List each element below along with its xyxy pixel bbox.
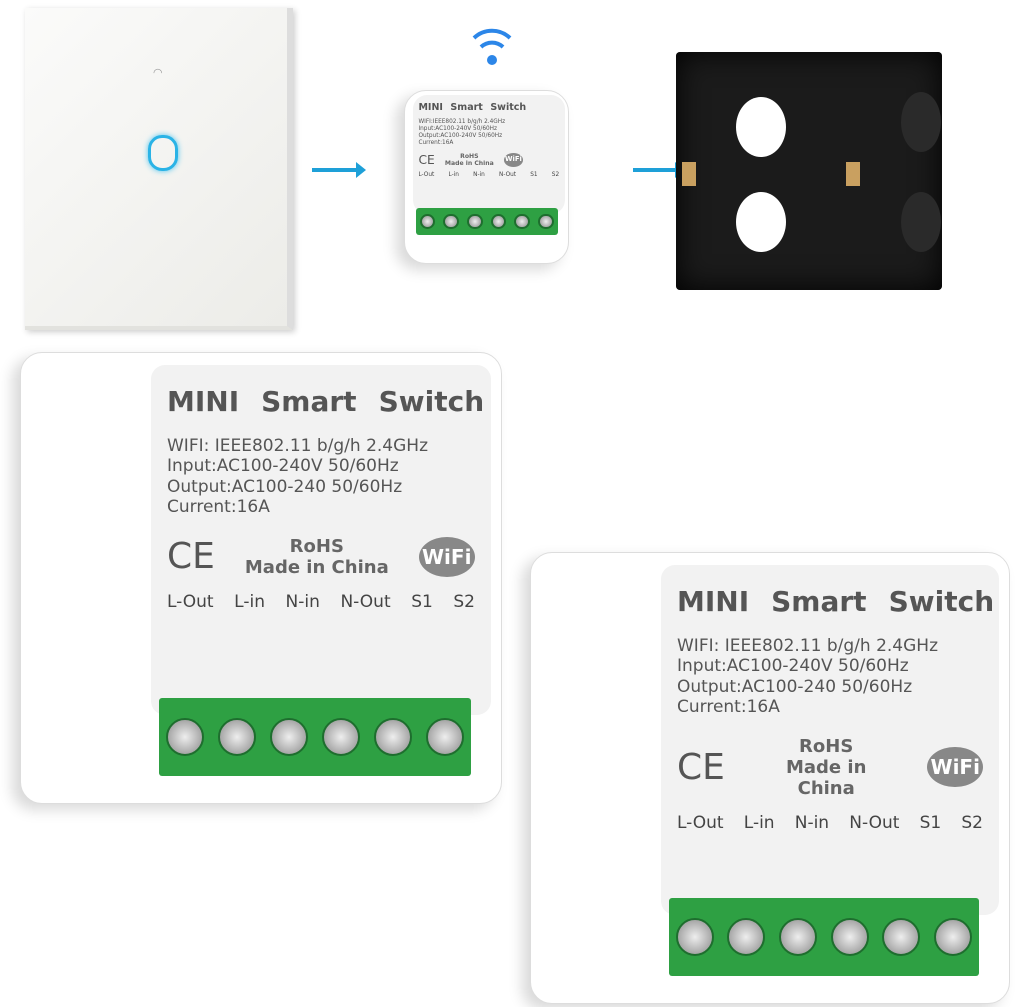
screw-icon	[934, 918, 973, 956]
wifi-logo-icon: WiFi	[927, 747, 983, 788]
product-title: MINI Smart Switch	[677, 585, 994, 618]
screw-icon	[727, 918, 766, 956]
title-smart: Smart	[450, 101, 483, 113]
title-switch: Switch	[490, 101, 527, 113]
title-smart: Smart	[261, 385, 357, 418]
terminal-label: S1	[919, 812, 942, 833]
terminal-label: N-Out	[849, 812, 900, 833]
touch-button	[148, 135, 178, 171]
spec-line: Output:AC100-240V 50/60Hz	[418, 132, 503, 139]
screw-icon	[322, 718, 360, 756]
screw-icon	[426, 718, 464, 756]
spec-line: WIFI: IEEE802.11 b/g/h 2.4GHz	[167, 436, 429, 456]
wifi-signal-icon	[470, 20, 514, 68]
terminal-label: S2	[453, 591, 475, 612]
title-mini: MINI	[418, 101, 443, 113]
spec-line: Output:AC100-240 50/60Hz	[677, 676, 913, 697]
wifi-icon: ◠	[153, 66, 163, 79]
terminal-labels: L-Out L-in N-in N-Out S1 S2	[418, 172, 559, 178]
made-in-label: Made in China	[444, 159, 494, 167]
terminal-label: S1	[530, 171, 538, 178]
spec-line: Current:16A	[418, 139, 454, 146]
product-title: MINI Smart Switch	[167, 385, 484, 418]
title-switch: Switch	[888, 585, 995, 618]
spec-line: Current:16A	[167, 497, 270, 518]
ce-mark: CE	[418, 152, 435, 167]
spec-line: WIFI:IEEE802.11 b/g/h 2.4GHz	[418, 118, 506, 125]
terminal-label: N-Out	[340, 591, 391, 612]
arrow-icon	[312, 162, 366, 178]
made-in-label: Made in China	[244, 556, 389, 578]
rohs-label: RoHS	[289, 535, 344, 557]
spec-line: Input:AC100-240V 50/60Hz	[418, 125, 498, 132]
rohs-label: RoHS	[460, 152, 479, 160]
terminal-label: L-Out	[167, 591, 214, 612]
screw-icon	[270, 718, 308, 756]
spec-line: Current:16A	[677, 697, 780, 718]
terminal-label: L-Out	[677, 812, 724, 833]
ce-mark: CE	[167, 536, 215, 578]
terminal-label: S1	[411, 591, 433, 612]
smart-switch-module: MINI Smart Switch WIFI: IEEE802.11 b/g/h…	[530, 552, 1010, 1004]
made-in-label: Made in China	[785, 756, 867, 799]
screw-icon	[443, 213, 459, 230]
screw-icon	[419, 213, 436, 230]
terminal-label: L-in	[743, 812, 775, 833]
screw-icon	[538, 213, 554, 230]
terminal-label: N-in	[285, 591, 320, 612]
screw-icon	[374, 718, 412, 756]
screw-icon	[490, 213, 507, 230]
screw-icon	[675, 918, 714, 956]
terminal-label: N-Out	[499, 171, 517, 178]
wifi-logo-icon: WiFi	[503, 153, 523, 167]
title-switch: Switch	[378, 385, 485, 418]
screw-icon	[467, 213, 483, 230]
screw-icon	[779, 918, 818, 956]
screw-icon	[166, 718, 204, 756]
product-title: MINI Smart Switch	[418, 102, 559, 113]
wifi-logo-icon: WiFi	[418, 536, 475, 577]
terminal-label: L-in	[234, 591, 265, 612]
small-module: MINI Smart Switch WIFI:IEEE802.11 b/g/h …	[404, 90, 569, 264]
terminal-labels: L-Out L-in N-in N-Out S1 S2	[167, 592, 475, 612]
terminal-block	[415, 208, 558, 235]
terminal-label: L-in	[448, 171, 459, 178]
terminal-label: N-in	[794, 812, 830, 833]
screw-icon	[218, 718, 256, 756]
title-mini: MINI	[677, 585, 750, 618]
terminal-labels: L-Out L-in N-in N-Out S1 S2	[677, 813, 983, 833]
spec-line: Input:AC100-240V 50/60Hz	[167, 456, 399, 477]
terminal-label: N-in	[473, 171, 485, 178]
title-smart: Smart	[771, 585, 867, 618]
rohs-label: RoHS	[799, 735, 854, 757]
terminal-label: S2	[961, 812, 983, 833]
screw-icon	[882, 918, 921, 956]
spec-line: WIFI: IEEE802.11 b/g/h 2.4GHz	[677, 636, 939, 656]
title-mini: MINI	[167, 385, 240, 418]
terminal-label: S2	[551, 171, 560, 178]
junction-box	[676, 52, 942, 290]
terminal-block	[669, 898, 979, 976]
ce-mark: CE	[677, 746, 725, 788]
spec-line: Output:AC100-240 50/60Hz	[167, 476, 403, 497]
terminal-label: L-Out	[418, 171, 435, 178]
screw-icon	[830, 918, 869, 956]
terminal-block	[159, 698, 471, 776]
screw-icon	[514, 213, 531, 230]
spec-line: Input:AC100-240V 50/60Hz	[677, 656, 909, 677]
smart-switch-module: MINI Smart Switch WIFI: IEEE802.11 b/g/h…	[20, 352, 502, 804]
arrow-icon	[633, 162, 685, 178]
